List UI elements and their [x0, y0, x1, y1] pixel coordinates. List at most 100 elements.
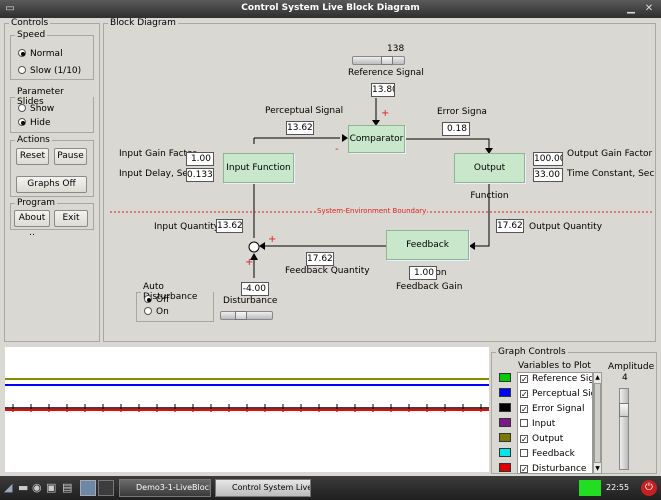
actions-group: Actions: [10, 135, 94, 197]
swatch-error: [499, 403, 511, 412]
browser-icon[interactable]: ◉: [32, 481, 42, 494]
workspace-2[interactable]: [98, 480, 114, 496]
graphs-off-button[interactable]: Graphs Off: [16, 176, 87, 193]
speed-legend: Speed: [17, 30, 46, 40]
disturbance-box: -4.00: [241, 282, 269, 296]
time-constant-label: Time Constant, Sec: [567, 169, 654, 179]
reset-button[interactable]: Reset: [16, 148, 49, 165]
comparator-plus-sign: +: [381, 108, 390, 119]
clock: 22:55: [606, 483, 630, 492]
var-output-checkbox[interactable]: ✓Output: [520, 434, 564, 444]
var-disturbance-checkbox[interactable]: ✓Disturbance: [520, 464, 587, 474]
taskbar: ◢ ▬ ◉ ▣ ▤ Demo3-1-LiveBlock Control Syst…: [0, 476, 661, 500]
radio-selected-icon: [18, 49, 26, 57]
signal-plot: [5, 347, 489, 472]
auto-disturbance-group: Auto Disturbance: [136, 282, 214, 322]
var-error-checkbox[interactable]: ✓Error Signal: [520, 404, 585, 414]
scroll-thumb[interactable]: [594, 383, 601, 463]
variables-list: ✓Reference Signal ✓Perceptual Signal ✓Er…: [517, 372, 593, 474]
scroll-down-icon[interactable]: ▼: [595, 465, 600, 472]
output-quantity-box: 17.62: [496, 219, 524, 233]
task-control-system[interactable]: Control System Live B...: [215, 479, 311, 497]
amplitude-slider[interactable]: [619, 388, 629, 470]
boundary-label: System-Environment Boundary: [316, 207, 428, 215]
input-delay-box: 0.133: [186, 168, 214, 182]
arrowhead-summer-bottom: [250, 253, 258, 260]
input-quantity-box: 13.62: [216, 219, 243, 233]
input-quantity-label: Input Quantity: [154, 222, 220, 232]
reference-value: 138: [387, 44, 405, 54]
amplitude-slider-thumb[interactable]: [619, 403, 629, 417]
feedback-quantity-box: 17.62: [306, 252, 334, 266]
var-feedback-checkbox[interactable]: Feedback: [520, 449, 575, 463]
arrowhead-feedback-function: [469, 242, 475, 250]
var-perceptual-checkbox[interactable]: ✓Perceptual Signal: [520, 389, 592, 399]
feedback-gain-box: 1.00: [409, 266, 437, 280]
about-button[interactable]: About ..: [14, 210, 50, 238]
exit-button[interactable]: Exit: [54, 210, 88, 227]
arrowhead-reference: [372, 120, 380, 126]
summer-plus-right: +: [268, 234, 277, 245]
program-group: Program: [10, 198, 94, 230]
perceptual-value-box: 13.62: [286, 121, 314, 135]
scroll-up-icon[interactable]: ▲: [595, 374, 600, 381]
radio-selected-icon: [144, 295, 152, 303]
comparator-to-output-line: [405, 138, 490, 151]
app-window: Controls Speed Normal Slow (1/10) Parame…: [0, 18, 661, 476]
output-quantity-label: Output Quantity: [529, 222, 603, 232]
start-menu-icon[interactable]: ◢: [4, 481, 13, 494]
radio-unselected-icon: [18, 66, 26, 74]
disturbance-slider[interactable]: [220, 311, 273, 320]
arrowhead-comparator: [342, 134, 348, 142]
block-diagram-legend: Block Diagram: [110, 18, 176, 28]
feedback-function-block: Feedback Function: [386, 230, 469, 278]
folder-icon[interactable]: ▬: [18, 481, 29, 494]
cpu-monitor: [579, 480, 601, 496]
power-icon[interactable]: ⏻: [641, 480, 657, 496]
output-to-feedback-line: [472, 181, 490, 247]
radio-unselected-icon: [18, 104, 26, 112]
swatch-input: [499, 418, 511, 427]
var-input-checkbox[interactable]: Input: [520, 419, 555, 433]
window-menu-icon[interactable]: ▭: [5, 3, 15, 14]
amplitude-value: 4: [622, 373, 628, 383]
speed-normal-radio[interactable]: Normal: [18, 49, 63, 59]
swatch-perceptual: [499, 388, 511, 397]
minimize-icon[interactable]: ▁: [627, 3, 635, 14]
swatch-feedback: [499, 448, 511, 457]
window-icon[interactable]: ▤: [62, 481, 73, 494]
pause-button[interactable]: Pause: [54, 148, 87, 165]
terminal-icon[interactable]: ▣: [46, 481, 57, 494]
task-demo-liveblock[interactable]: Demo3-1-LiveBlock: [119, 479, 211, 497]
output-function-block: Output Function: [454, 153, 525, 201]
speed-slow-radio[interactable]: Slow (1/10): [18, 66, 81, 76]
reference-slider-thumb[interactable]: [381, 56, 393, 65]
arrowhead-summer-right: [259, 242, 265, 250]
radio-selected-icon: [18, 118, 26, 126]
disturbance-label: Disturbance: [223, 296, 278, 306]
window-title: Control System Live Block Diagram: [241, 3, 420, 13]
close-icon[interactable]: ✕: [644, 3, 654, 14]
reference-slider[interactable]: [352, 56, 405, 65]
auto-disturbance-off-radio[interactable]: Off: [144, 295, 169, 305]
block-diagram-panel: Block Diagram: [103, 18, 656, 342]
controls-panel: Controls: [4, 18, 100, 342]
swatch-reference: [499, 373, 511, 382]
comparator-block: Comparator: [348, 125, 405, 153]
auto-disturbance-on-radio[interactable]: On: [144, 307, 169, 317]
var-reference-checkbox[interactable]: ✓Reference Signal: [520, 374, 593, 384]
workspace-1[interactable]: [80, 480, 96, 496]
params-hide-radio[interactable]: Hide: [18, 118, 51, 128]
variables-to-plot-label: Variables to Plot: [518, 361, 591, 371]
reference-value-box: 13.80: [371, 83, 395, 97]
arrowhead-output-function: [485, 148, 493, 154]
error-value-box: 0.18: [442, 122, 470, 136]
parameter-slides-group: Parameter Slides: [10, 87, 94, 133]
time-constant-box: 33.00: [533, 168, 563, 182]
variables-scrollbar[interactable]: ▲ ▼: [593, 372, 602, 474]
comparator-minus-sign: -: [335, 144, 339, 155]
radio-unselected-icon: [144, 307, 152, 315]
disturbance-slider-thumb[interactable]: [235, 311, 247, 320]
params-show-radio[interactable]: Show: [18, 104, 54, 114]
input-delay-label: Input Delay, Sec: [119, 169, 193, 179]
